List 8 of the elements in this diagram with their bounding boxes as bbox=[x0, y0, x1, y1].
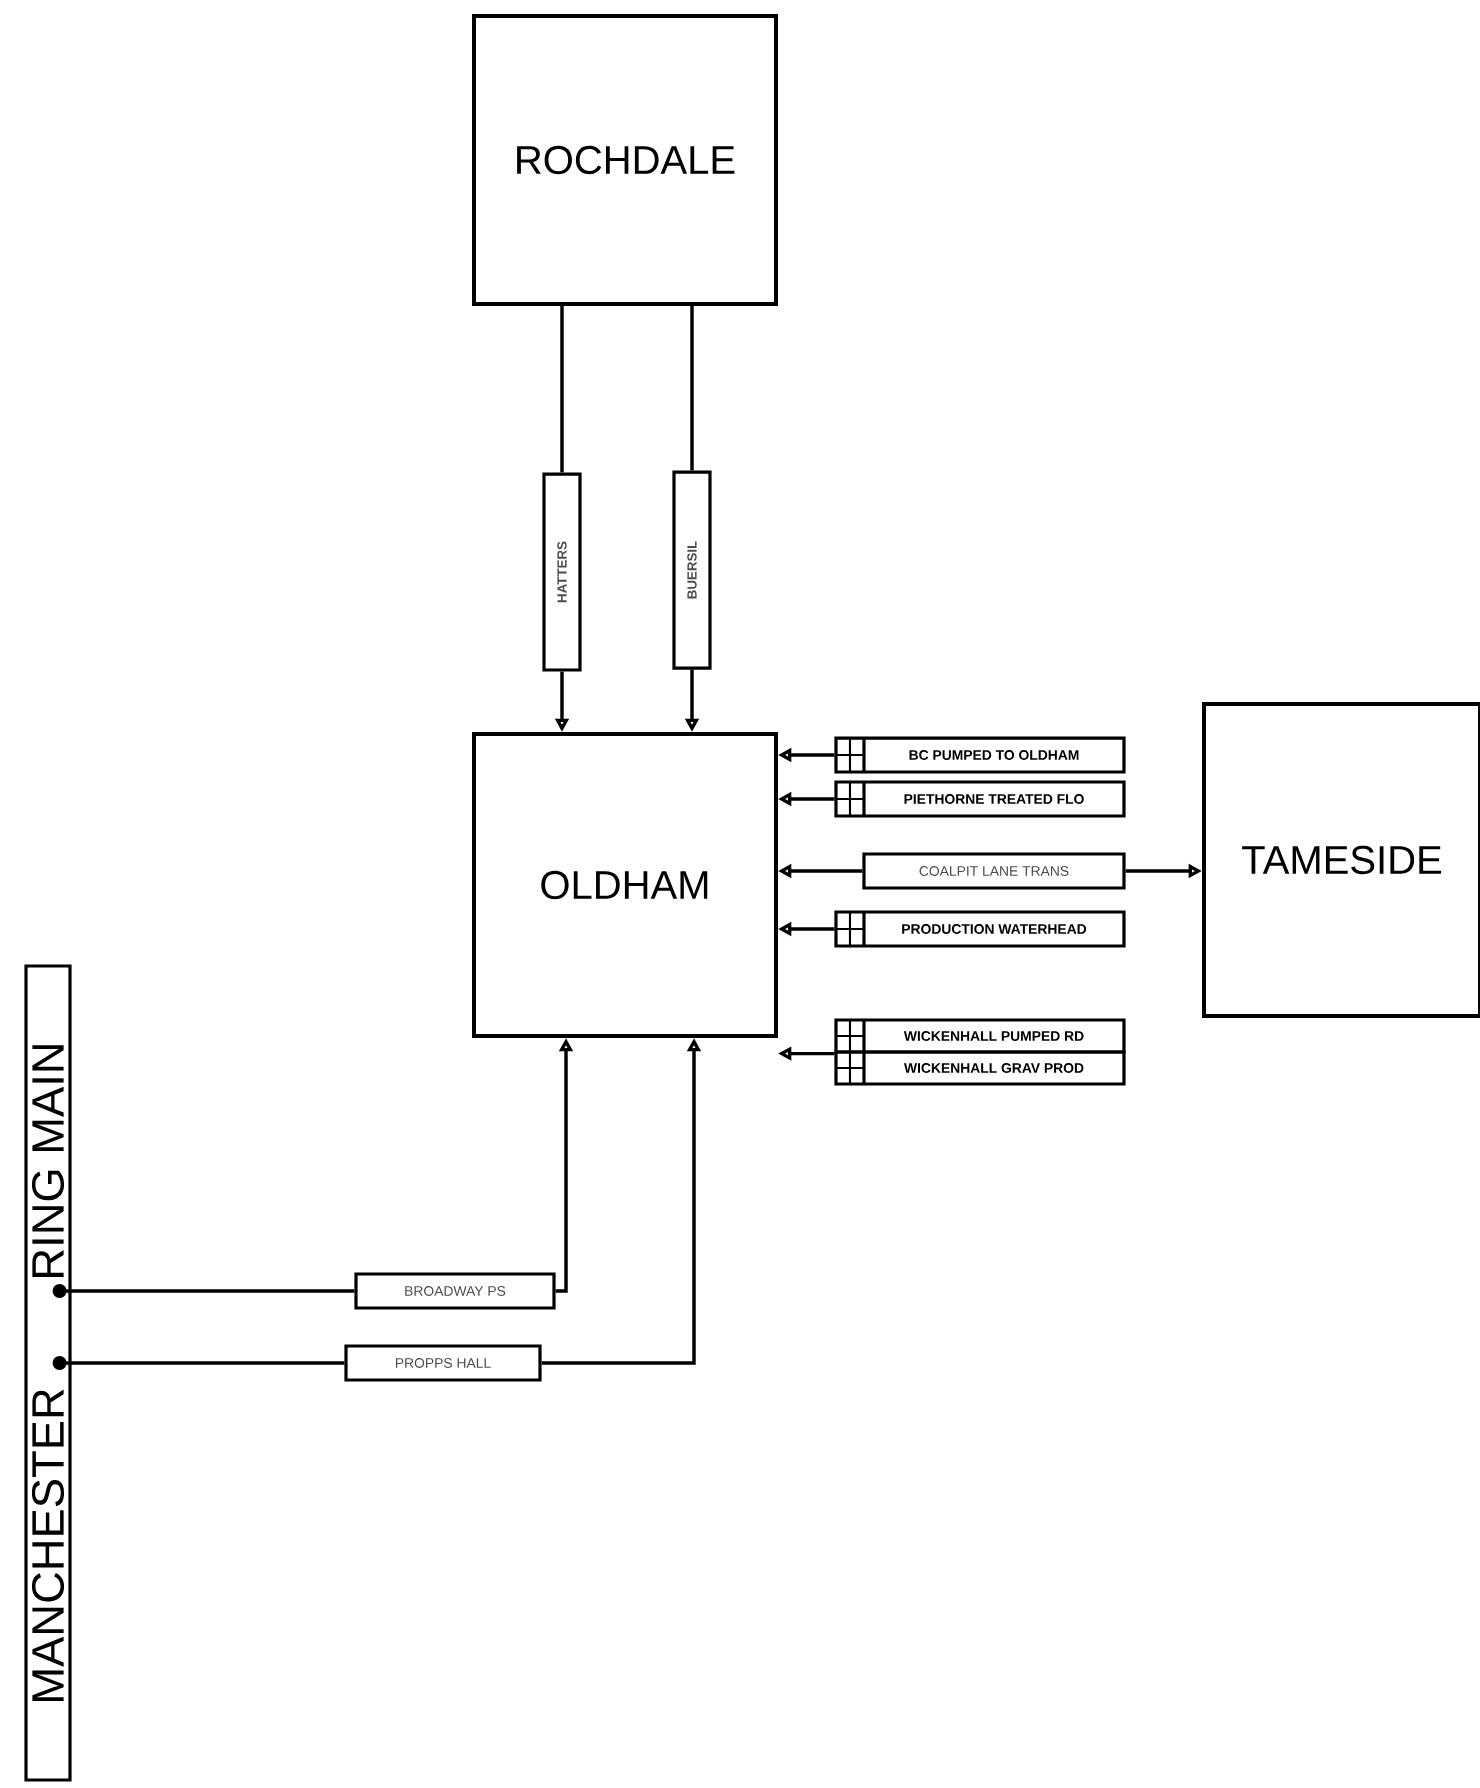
connector bbox=[52, 1356, 345, 1370]
region-box: TAMESIDE bbox=[1202, 702, 1480, 1018]
region-box: ROCHDALE bbox=[472, 14, 778, 307]
region-box: OLDHAM bbox=[472, 732, 778, 1038]
connector bbox=[690, 306, 694, 471]
ring-main-bar: MANCHESTER RING MAIN bbox=[24, 964, 72, 1782]
connector bbox=[52, 1284, 355, 1298]
connector bbox=[560, 306, 564, 473]
